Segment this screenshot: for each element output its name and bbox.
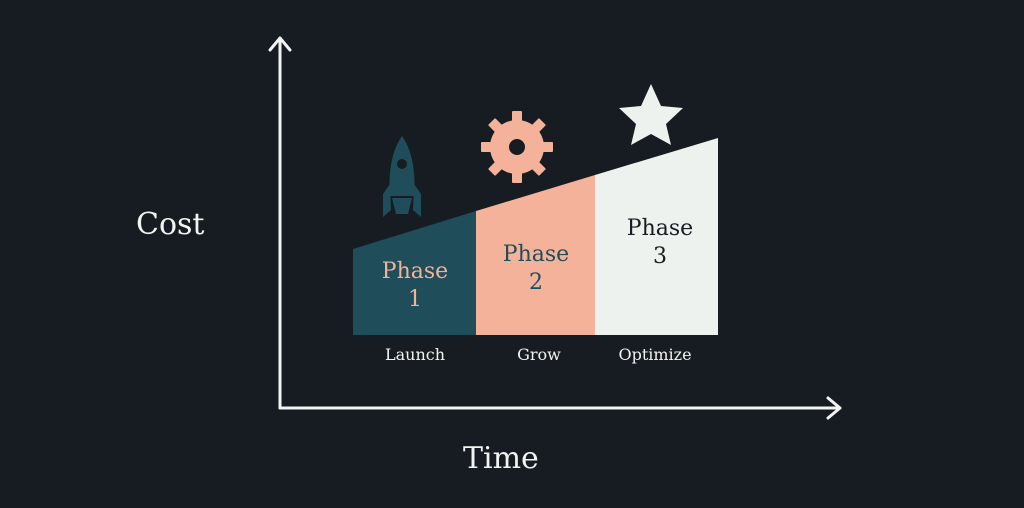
x-axis-label: Time — [463, 441, 539, 476]
x-axis-arrowhead — [826, 396, 842, 420]
rocket-icon — [383, 136, 421, 217]
phase-3-title: Phase — [626, 216, 694, 241]
phase-3-number: 3 — [653, 244, 667, 269]
stage-label-grow: Grow — [517, 345, 561, 364]
phase-1-block — [353, 211, 476, 335]
phase-2-number: 2 — [529, 270, 543, 295]
stage-label-launch: Launch — [384, 345, 446, 364]
phase-1-title: Phase — [381, 259, 449, 284]
gear-icon — [481, 111, 553, 183]
phase-1-number: 1 — [408, 287, 422, 312]
phase-1-label: Phase 1 — [355, 258, 475, 314]
phase-3-block — [595, 138, 718, 335]
y-axis-label: Cost — [136, 207, 205, 242]
phase-3-label: Phase 3 — [600, 215, 720, 271]
phase-2-block — [476, 175, 595, 335]
phase-2-label: Phase 2 — [476, 241, 596, 297]
stage-label-optimize: Optimize — [618, 345, 692, 364]
star-icon — [619, 84, 683, 145]
phase-2-title: Phase — [502, 242, 570, 267]
axes — [268, 36, 842, 420]
y-axis-arrowhead — [268, 36, 292, 52]
